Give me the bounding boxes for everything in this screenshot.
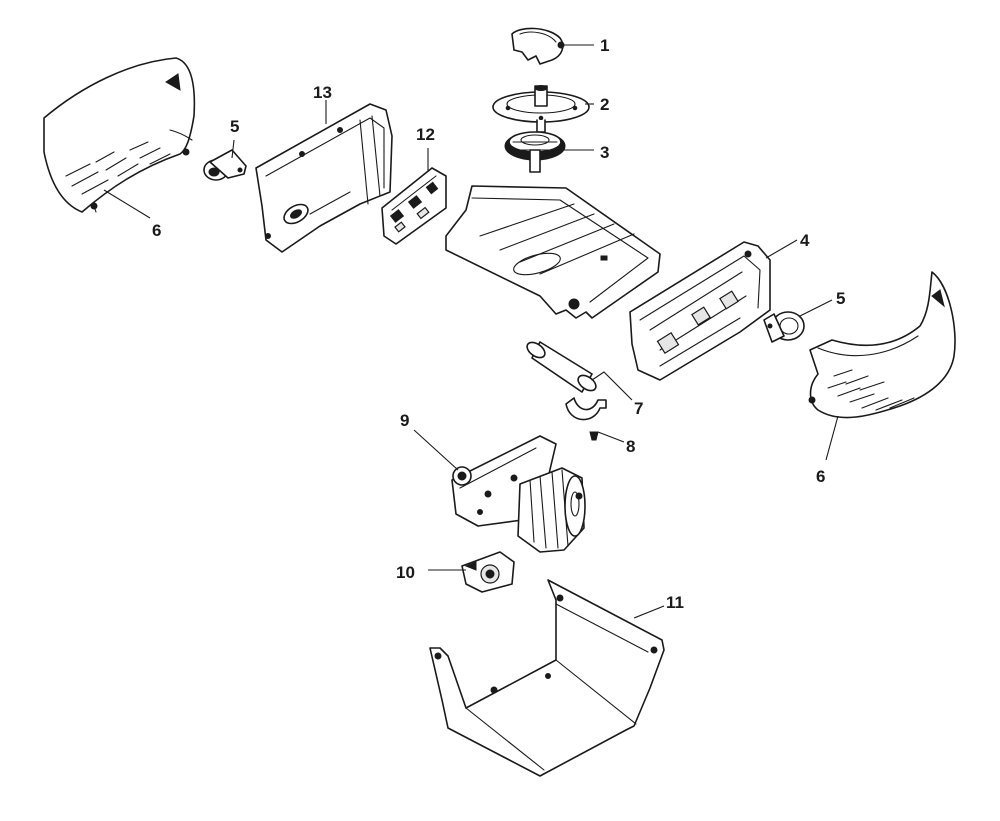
leader-11 <box>633 605 665 619</box>
callout-6-right: 6 <box>816 467 825 486</box>
leader-6-right <box>825 415 839 461</box>
callout-9: 9 <box>400 411 409 430</box>
part-13-left-housing <box>255 103 393 253</box>
part-9-motor-assembly <box>451 435 586 553</box>
leader-5-left <box>231 139 235 159</box>
part-5-left-lens <box>203 149 247 181</box>
callout-4: 4 <box>800 231 810 250</box>
callout-5-right: 5 <box>836 289 845 308</box>
part-1-cap <box>511 27 565 65</box>
part-2-sprocket-plate <box>492 85 590 133</box>
part-6-left-cover <box>43 57 196 213</box>
leader-7 <box>603 371 633 401</box>
callout-10: 10 <box>396 563 415 582</box>
part-4-right-housing <box>629 241 771 381</box>
callout-7: 7 <box>634 399 643 418</box>
callout-12: 12 <box>416 125 435 144</box>
callout-3: 3 <box>600 143 609 162</box>
callout-8: 8 <box>626 437 635 456</box>
part-10-limit-switch <box>461 551 515 593</box>
callout-6-left: 6 <box>152 221 161 240</box>
part-12-logic-board <box>381 167 447 245</box>
leader-9 <box>413 429 459 471</box>
part-3-drive-gear <box>504 131 566 173</box>
callout-1: 1 <box>600 36 609 55</box>
part-11-light-cover <box>429 579 665 777</box>
leader-4 <box>765 239 798 259</box>
leader-5-right <box>799 299 833 317</box>
chassis-plate <box>445 185 661 319</box>
callout-5-left: 5 <box>230 117 239 136</box>
callout-2: 2 <box>600 95 609 114</box>
leader-6-left <box>103 189 151 219</box>
callout-13: 13 <box>313 83 332 102</box>
part-6-right-cover <box>808 271 956 419</box>
part-8-strap-and-screw <box>565 397 607 441</box>
part-5-right-lens <box>763 311 805 343</box>
leader-8 <box>597 431 625 443</box>
callout-11: 11 <box>666 593 684 612</box>
part-7-capacitor <box>526 341 605 393</box>
